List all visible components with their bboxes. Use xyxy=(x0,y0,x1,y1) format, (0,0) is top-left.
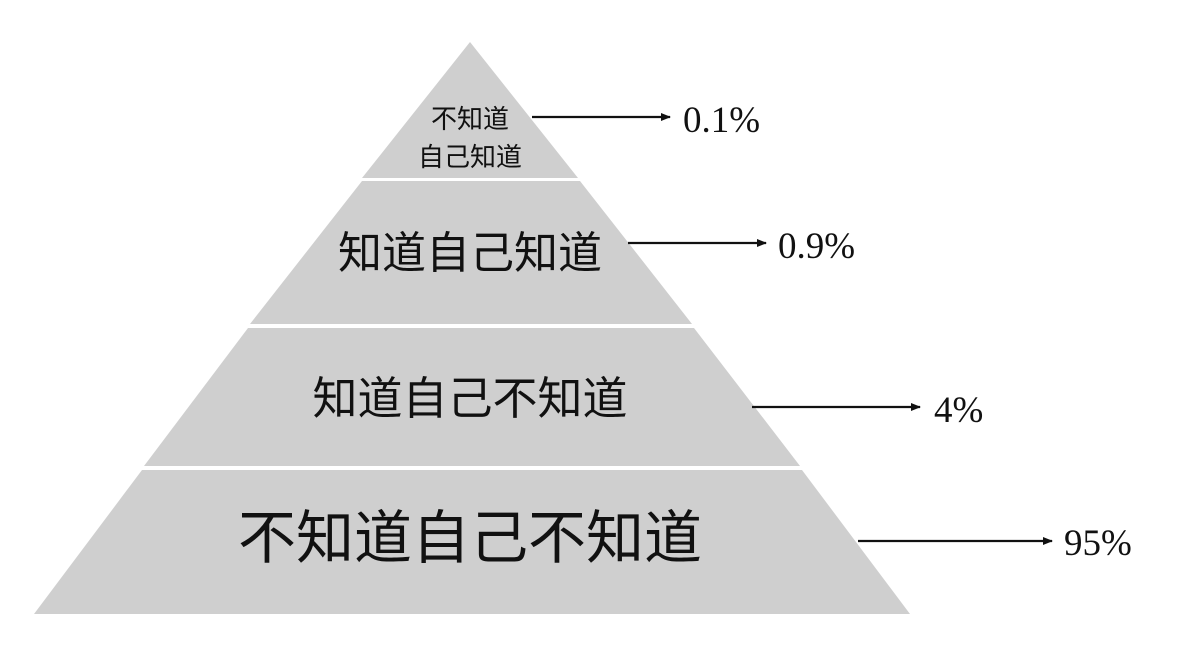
pyramid-tier-third: 知道自己不知道 xyxy=(144,328,800,466)
percent-label-tier-third: 4% xyxy=(934,390,983,431)
tier-top-shape xyxy=(362,42,578,178)
tier-bottom-label: 不知道自己不知道 xyxy=(238,504,702,572)
tier-third-label: 知道自己不知道 xyxy=(312,372,627,425)
pyramid-tier-top: 不知道 自己知道 xyxy=(362,42,578,178)
tier-top-label-line-2: 自己知道 xyxy=(418,143,522,173)
pyramid-tier-bottom: 不知道自己不知道 xyxy=(34,470,910,614)
percent-label-tier-second: 0.9% xyxy=(778,226,855,267)
tier-top-label-line-1: 不知道 xyxy=(431,105,509,135)
tier-second-label: 知道自己知道 xyxy=(338,228,602,279)
pyramid-tier-second: 知道自己知道 xyxy=(250,181,692,324)
tier-second-shape xyxy=(250,181,692,324)
percent-label-tier-bottom: 95% xyxy=(1064,523,1132,564)
percent-label-tier-top: 0.1% xyxy=(683,100,760,141)
tier-third-shape xyxy=(144,328,800,466)
tier-bottom-shape xyxy=(34,470,910,614)
